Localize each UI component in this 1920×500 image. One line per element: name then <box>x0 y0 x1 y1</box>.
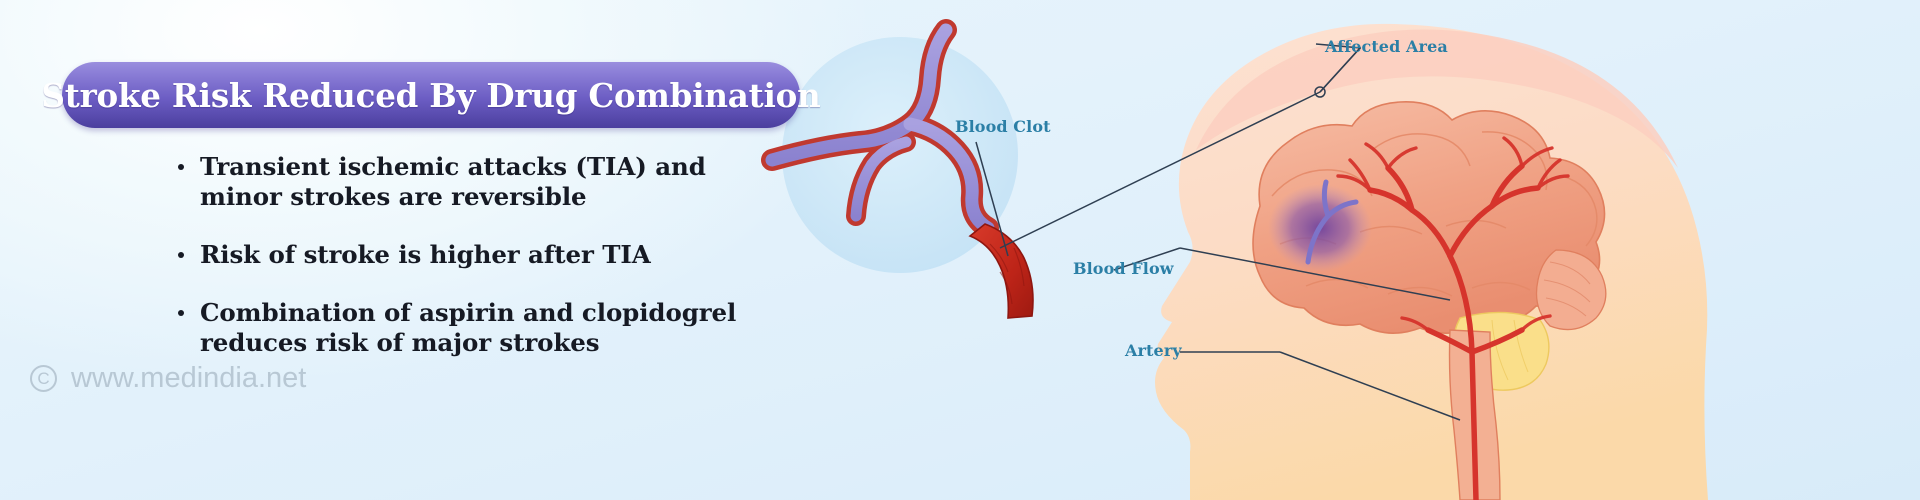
list-item: Combination of aspirin and clopidogrel r… <box>178 298 798 358</box>
key-points-list: Transient ischemic attacks (TIA) and min… <box>178 152 798 386</box>
bullet-dot-icon <box>178 310 184 316</box>
scalp-band-shape <box>1196 29 1678 168</box>
brain-arteries-shape <box>1367 163 1541 500</box>
leader-lines-shape <box>975 43 1461 421</box>
medical-illustration <box>760 0 1920 500</box>
list-item-line: reduces risk of major strokes <box>200 328 600 357</box>
watermark: C www.medindia.net <box>30 362 306 395</box>
affected-area-marker-shape <box>1314 86 1326 98</box>
blood-clot-shape <box>968 223 1034 319</box>
label-affected-area: Affected Area <box>1325 37 1448 56</box>
list-item-line: minor strokes are reversible <box>200 182 587 211</box>
inset-circle-shape <box>782 37 1018 273</box>
label-artery: Artery <box>1125 341 1182 360</box>
inset-vessel-shape <box>761 19 999 239</box>
copyright-icon: C <box>30 365 57 392</box>
bullet-dot-icon <box>178 164 184 170</box>
list-item-line: Risk of stroke is higher after TIA <box>200 240 651 269</box>
list-item: Transient ischemic attacks (TIA) and min… <box>178 152 798 212</box>
list-item-line: Combination of aspirin and clopidogrel <box>200 298 737 327</box>
occipital-lobe-shape <box>1535 249 1607 331</box>
bullet-dot-icon <box>178 252 184 258</box>
list-item: Risk of stroke is higher after TIA <box>178 240 798 270</box>
watermark-url: www.medindia.net <box>71 362 307 394</box>
title-banner: Stroke Risk Reduced By Drug Combination <box>41 62 821 128</box>
page-title: Stroke Risk Reduced By Drug Combination <box>41 75 821 115</box>
label-blood-clot: Blood Clot <box>955 117 1051 136</box>
label-blood-flow: Blood Flow <box>1073 259 1174 278</box>
affected-vessel-shape <box>1305 179 1359 265</box>
list-item-line: Transient ischemic attacks (TIA) and <box>200 152 706 181</box>
